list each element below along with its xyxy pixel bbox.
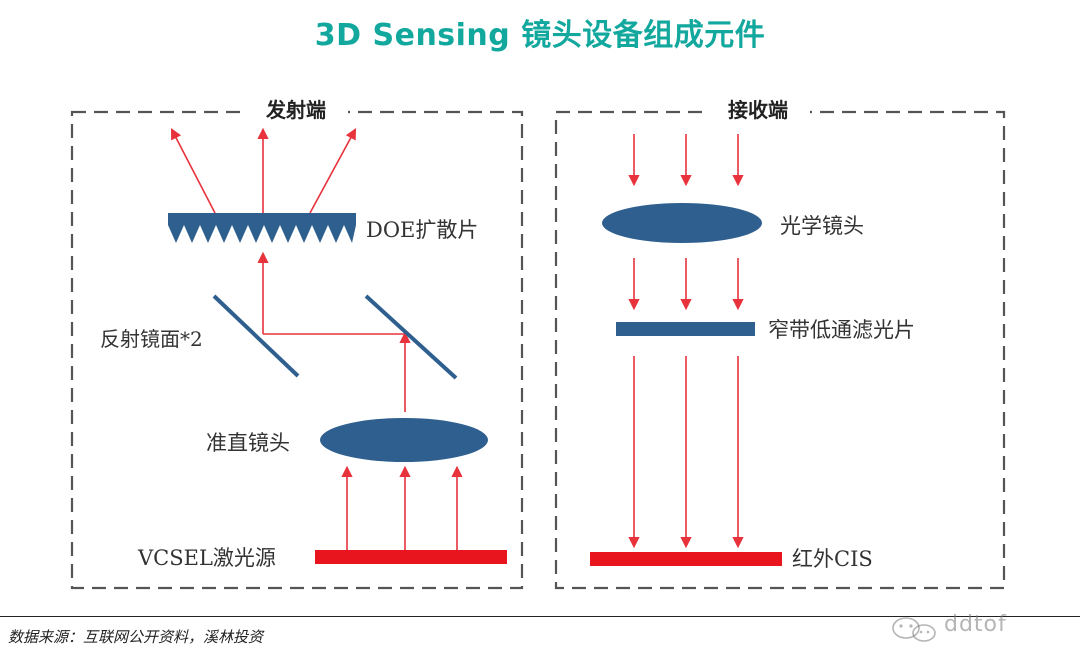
- footer-divider: [0, 616, 1080, 617]
- watermark-text: ddtof: [944, 612, 1007, 637]
- emitter-header-bg: [244, 98, 348, 122]
- page-title: 3D Sensing 镜头设备组成元件: [314, 18, 766, 53]
- doe-diffuser: [168, 213, 356, 243]
- vcsel-label: VCSEL激光源: [137, 546, 276, 570]
- optical-lens-label: 光学镜头: [780, 214, 864, 238]
- mirror-left: [212, 294, 300, 378]
- mirror-label: 反射镜面*2: [100, 327, 203, 351]
- bandpass-filter: [616, 322, 755, 336]
- source-note: 数据来源：互联网公开资料，溪林投资: [8, 628, 264, 646]
- optical-lens: [602, 203, 762, 243]
- cis-label: 红外CIS: [792, 547, 873, 571]
- receiver-box: [554, 110, 1006, 590]
- receiver-header-bg: [706, 98, 810, 122]
- collimator-lens: [320, 418, 488, 462]
- receiver-header: 接收端: [728, 98, 788, 122]
- doe-ray-right: [309, 128, 357, 214]
- vcsel-source: [315, 550, 507, 564]
- ir-cis-sensor: [590, 552, 782, 566]
- mirror-right: [364, 294, 458, 380]
- wechat-watermark-icon: [892, 617, 936, 642]
- filter-label: 窄带低通滤光片: [768, 318, 915, 342]
- doe-ray-left: [170, 128, 216, 214]
- collimator-label: 准直镜头: [206, 431, 290, 455]
- emitter-header: 发射端: [265, 98, 326, 122]
- doe-label: DOE扩散片: [366, 218, 478, 242]
